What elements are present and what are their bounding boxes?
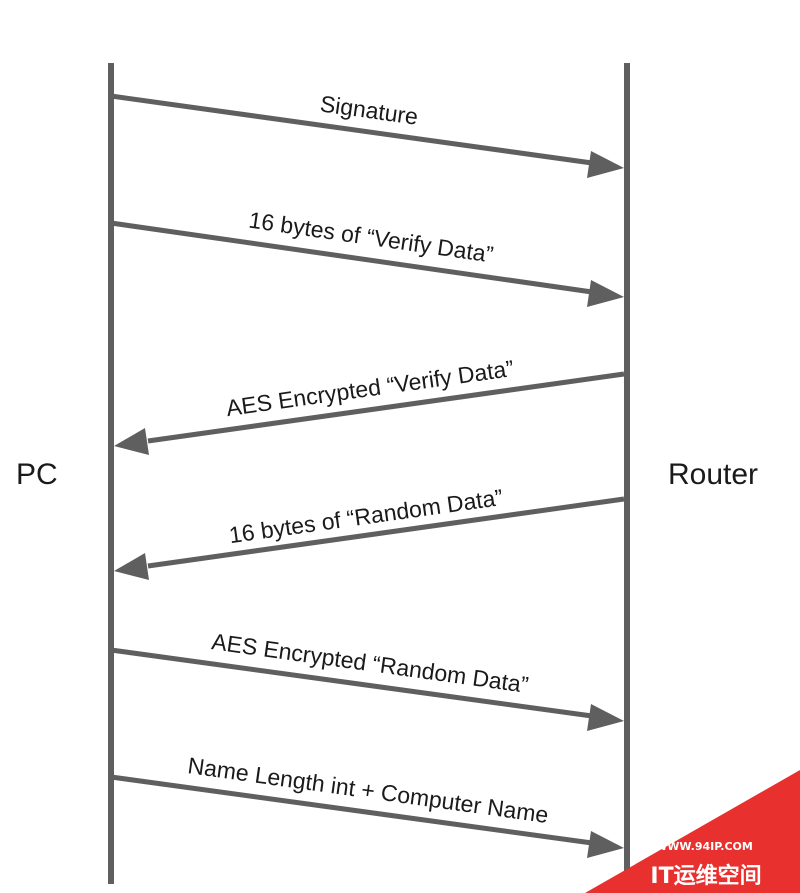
message-arrow-line [110, 220, 593, 295]
participant-router: Router [668, 458, 758, 491]
watermark-brand: IT运维空间 [650, 863, 761, 889]
watermark-corner [585, 770, 800, 893]
participant-pc: PC [16, 458, 58, 491]
watermark-url: WWW.94IP.COM [655, 840, 753, 853]
message-arrow-line [147, 496, 625, 569]
message-arrow-line [110, 93, 593, 166]
arrowhead-left-icon [114, 428, 149, 455]
arrowhead-right-icon [587, 151, 624, 178]
message-arrow-line [110, 647, 593, 719]
arrowhead-right-icon [587, 280, 624, 307]
message-arrow-line [147, 371, 625, 444]
arrowhead-right-icon [587, 831, 624, 858]
arrowhead-right-icon [587, 704, 624, 731]
watermark: WWW.94IP.COM IT运维空间 [585, 770, 800, 893]
arrowhead-left-icon [114, 553, 149, 580]
message-arrow-line [110, 774, 593, 846]
